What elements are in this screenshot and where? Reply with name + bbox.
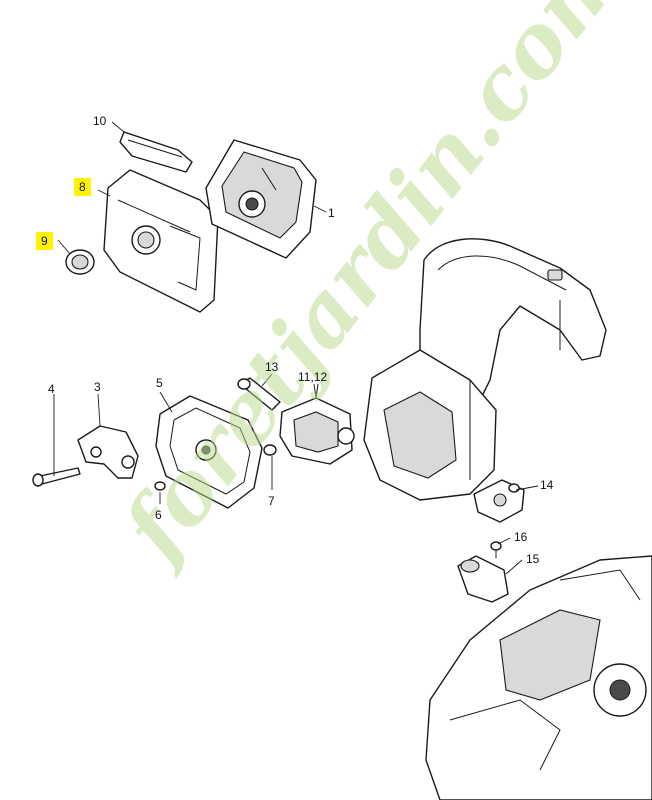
callout-15: 15 bbox=[526, 552, 540, 566]
part-11-12-carburetor bbox=[279, 383, 355, 465]
part-14-flange bbox=[473, 479, 525, 523]
callout-9: 9 bbox=[36, 232, 53, 250]
callout-8: 8 bbox=[74, 178, 91, 196]
callout-16: 16 bbox=[514, 530, 528, 544]
leader-lines bbox=[53, 121, 539, 575]
part-handle-housing bbox=[363, 238, 607, 501]
callout-14: 14 bbox=[540, 478, 554, 492]
callout-13: 13 bbox=[265, 360, 279, 374]
part-16-screw bbox=[490, 541, 502, 558]
callout-3: 3 bbox=[94, 380, 101, 394]
part-13-bolt bbox=[237, 377, 281, 411]
callout-11-12: 11,12 bbox=[298, 370, 328, 384]
callout-4: 4 bbox=[48, 382, 55, 396]
part-15-intake-elbow bbox=[457, 555, 509, 603]
part-7-nut bbox=[263, 444, 277, 456]
part-1-air-filter bbox=[205, 139, 317, 259]
callout-7: 7 bbox=[268, 494, 275, 508]
part-engine-crankcase bbox=[425, 555, 652, 800]
callout-1: 1 bbox=[328, 206, 335, 220]
part-4-screw bbox=[32, 467, 81, 487]
callout-6: 6 bbox=[155, 508, 162, 522]
part-5-gasket-plate bbox=[155, 395, 263, 509]
callout-5: 5 bbox=[156, 376, 163, 390]
part-10-strip bbox=[119, 131, 193, 173]
part-6-washer bbox=[154, 481, 166, 491]
part-9-knob bbox=[65, 249, 95, 275]
part-3-bracket bbox=[77, 425, 139, 479]
callout-10: 10 bbox=[93, 114, 107, 128]
part-8-shroud-cover bbox=[103, 169, 219, 313]
